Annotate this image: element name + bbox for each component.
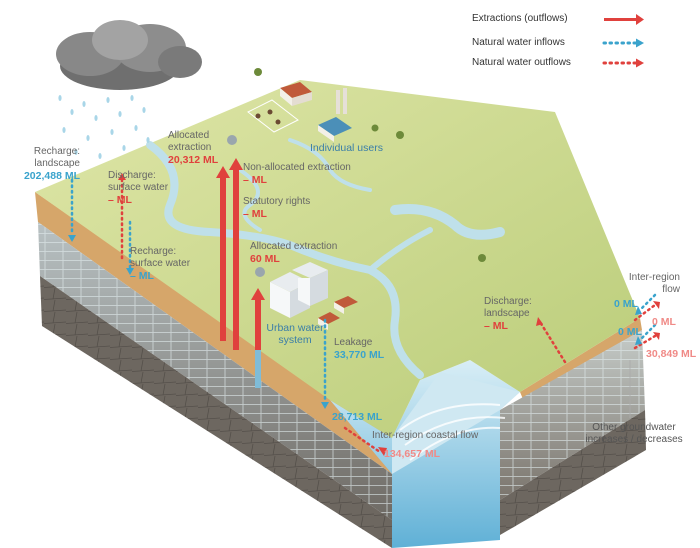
extraction-arrows <box>216 158 265 350</box>
recharge-surface-water-value: – ML <box>130 270 154 282</box>
river <box>146 138 505 379</box>
legend-symbols <box>602 14 644 68</box>
allocated-extraction-urban-label: Allocated extraction 60 ML <box>250 241 338 265</box>
discharge-landscape-label: Discharge: landscape – ML <box>484 296 532 332</box>
allocated-extraction-label: Allocated extraction 20,312 ML <box>168 130 219 166</box>
allocated-extraction-urban-value: 60 ML <box>250 253 280 265</box>
discharge-surface-water-label: Discharge: surface water – ML <box>108 170 169 206</box>
coastal-sea <box>330 360 520 548</box>
individual-users-label: Individual users <box>310 142 383 154</box>
recharge-landscape-value: 202,488 ML <box>23 170 80 182</box>
leakage-label: Leakage 33,770 ML <box>334 337 385 361</box>
statutory-rights-value: – ML <box>243 208 267 220</box>
right-soil-face <box>500 318 646 535</box>
inter-region-inflow-bottom-value: 0 ML <box>618 326 642 338</box>
urban-water-system-label: Urban water system <box>266 322 324 346</box>
flow-arrowheads <box>68 173 660 456</box>
coastal-inflow-value: 28,713 ML <box>332 411 383 423</box>
statutory-rights-label: Statutory rights – ML <box>243 196 311 220</box>
recharge-surface-water-label: Recharge: surface water – ML <box>130 246 191 282</box>
legend-extractions: Extractions (outflows) <box>472 13 568 24</box>
flow-arrows <box>70 178 657 454</box>
other-groundwater-value: 30,849 ML <box>646 348 697 360</box>
recharge-landscape-label: Recharge: landscape 202,488 ML <box>18 146 80 182</box>
coastal-flow-label: Inter-region coastal flow <box>372 430 479 441</box>
discharge-surface-water-value: – ML <box>108 194 132 206</box>
non-allocated-extraction-label: Non-allocated extraction – ML <box>243 162 351 186</box>
other-groundwater-label: Other groundwater increases / decreases <box>585 422 683 445</box>
farm-buildings <box>247 68 486 262</box>
legend-outflows: Natural water outflows <box>472 57 571 68</box>
leakage-value: 33,770 ML <box>334 349 385 361</box>
left-soil-face <box>35 192 392 548</box>
allocated-extraction-value: 20,312 ML <box>168 154 219 166</box>
coastal-outflow-value: 134,657 ML <box>384 448 441 460</box>
inter-region-flow-label: Inter-region flow <box>628 272 680 295</box>
rain-cloud <box>56 20 202 90</box>
rain-drops <box>58 95 150 159</box>
urban-buildings <box>227 135 358 330</box>
legend-inflows: Natural water inflows <box>472 37 565 48</box>
inter-region-inflow-top-value: 0 ML <box>614 298 638 310</box>
inter-region-outflow-value: 0 ML <box>652 316 676 328</box>
discharge-landscape-value: – ML <box>484 320 508 332</box>
non-allocated-extraction-value: – ML <box>243 174 267 186</box>
